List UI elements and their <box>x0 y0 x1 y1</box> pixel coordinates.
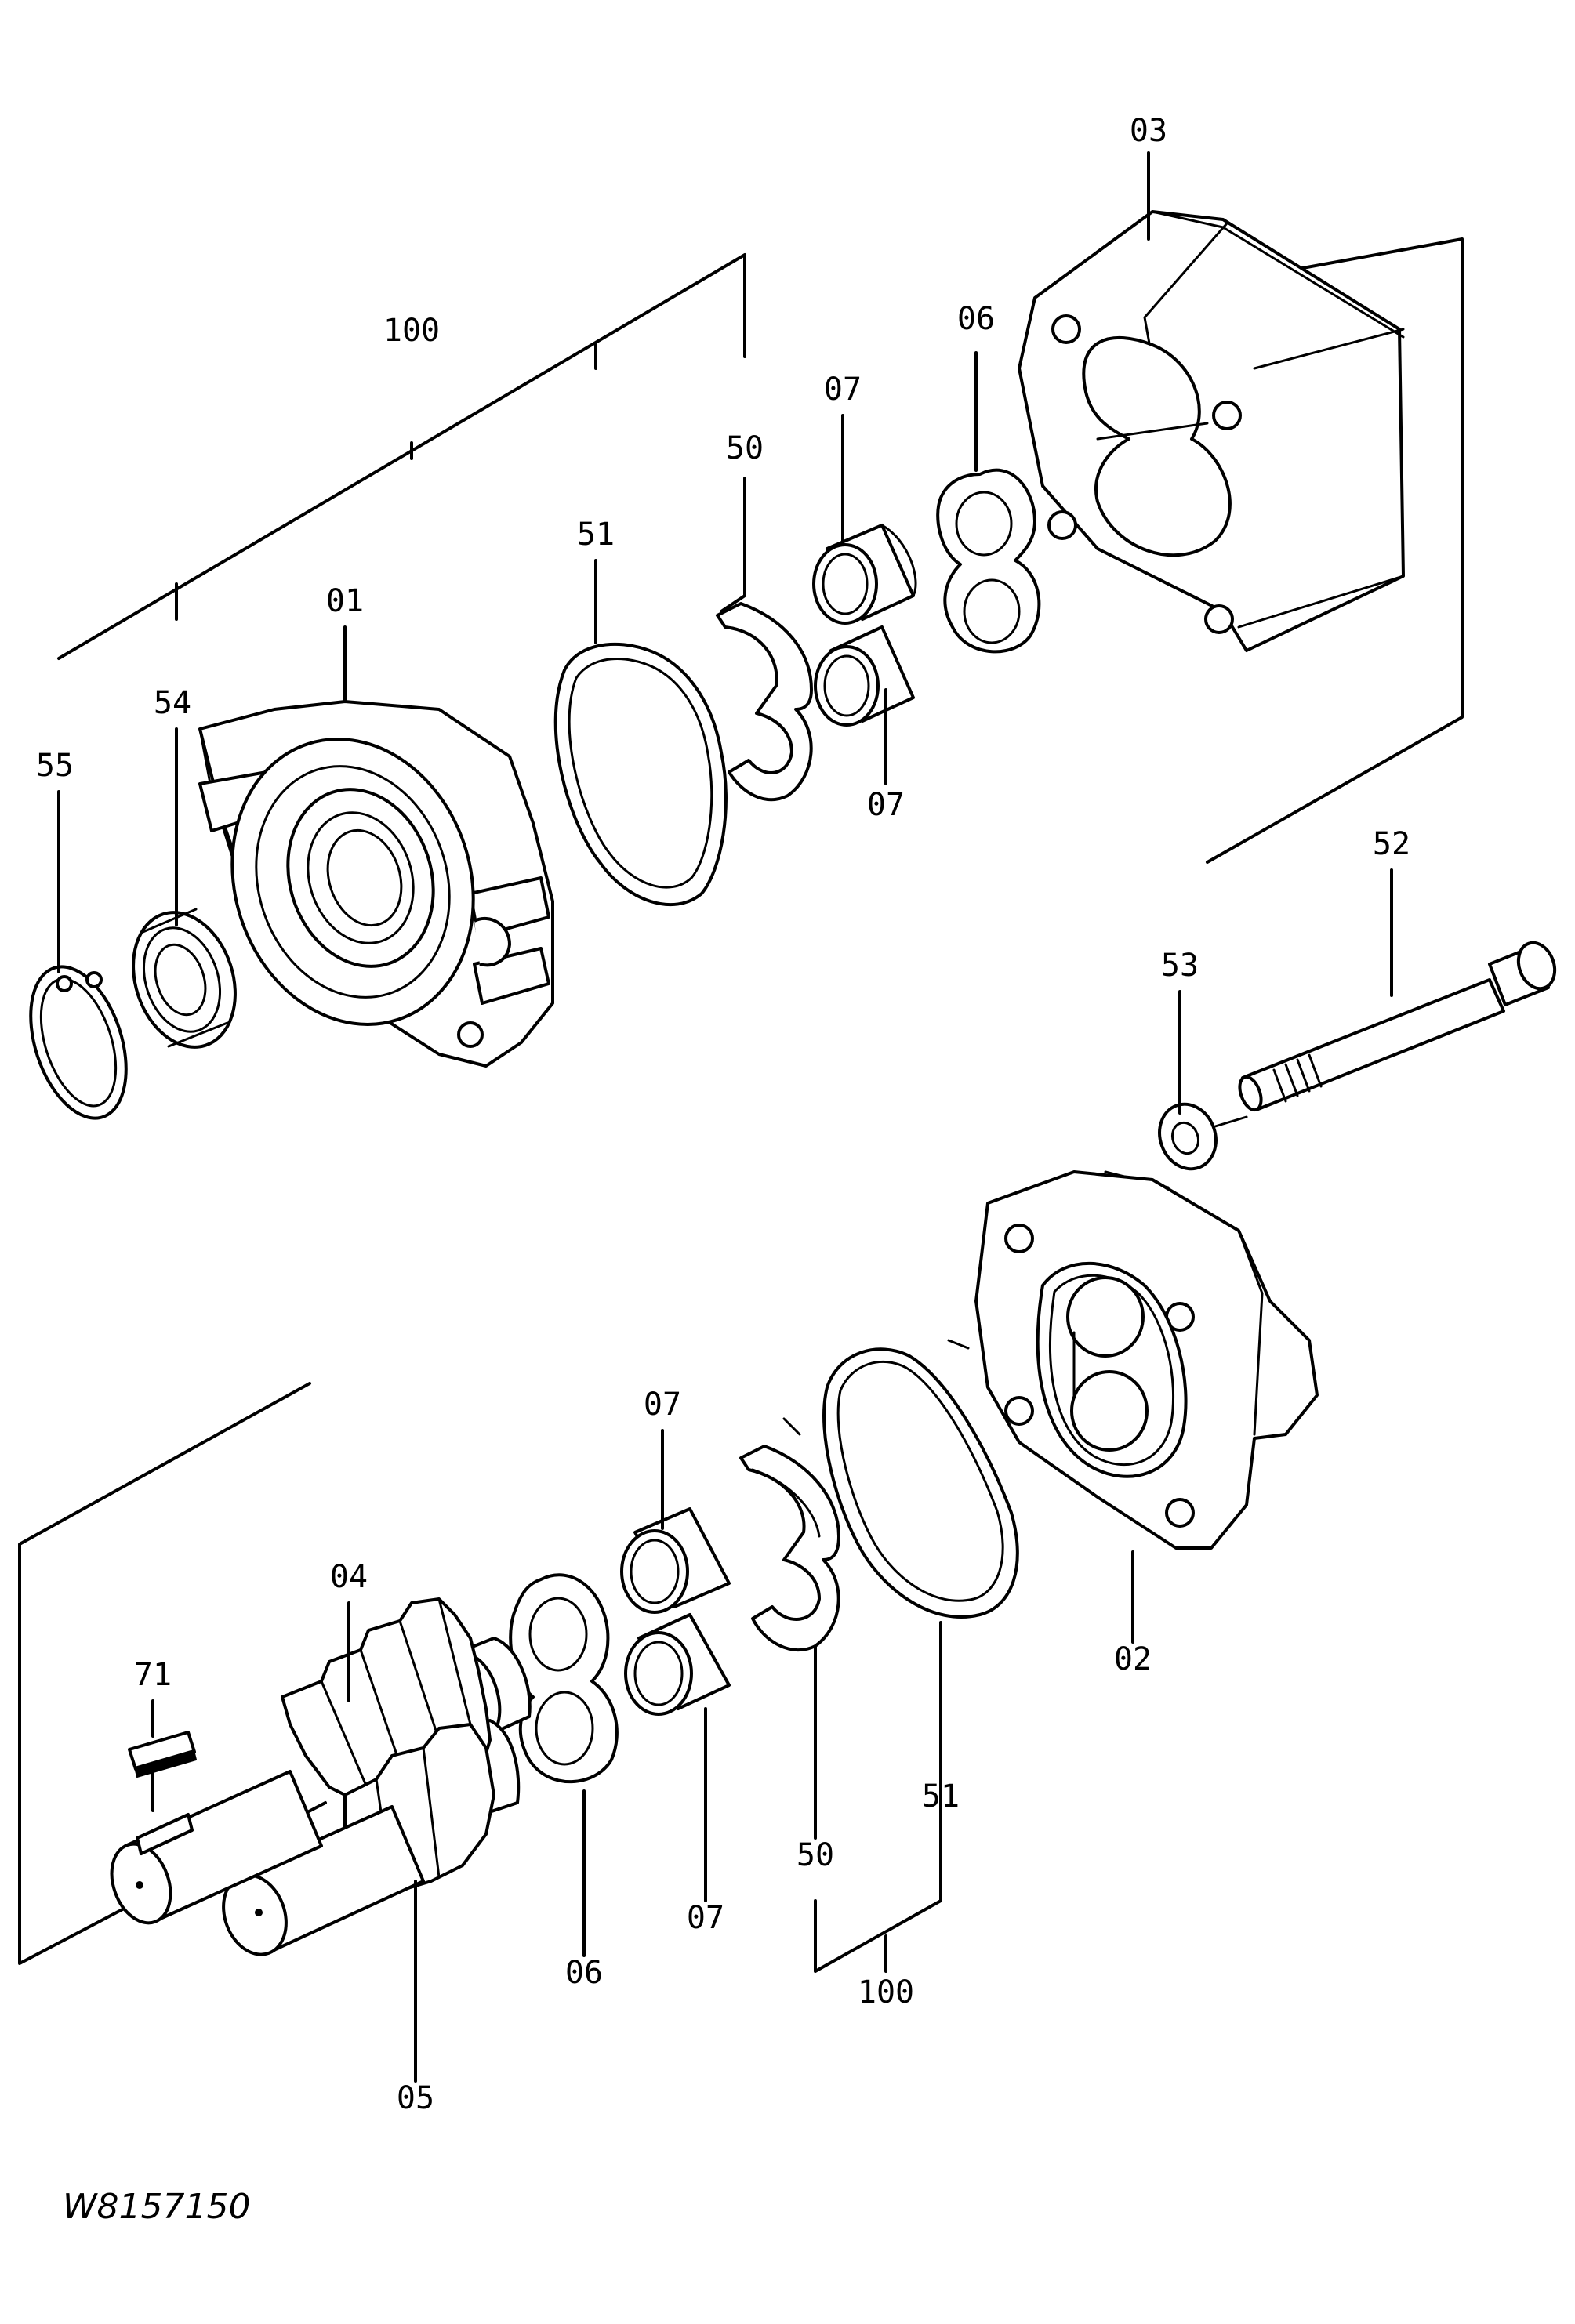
callout-05: 05 <box>397 2080 434 2116</box>
callout-55: 55 <box>36 748 74 784</box>
callout-04: 04 <box>330 1559 368 1595</box>
callout-100-bottom: 100 <box>858 1974 914 2010</box>
part-54-bearing <box>132 908 237 1049</box>
part-55-snap-ring <box>29 965 128 1120</box>
callout-50-top: 50 <box>726 430 764 466</box>
part-07-bushings-top <box>812 524 917 727</box>
part-06-side-plate-top <box>936 468 1041 654</box>
part-50-clip-bottom <box>739 1445 840 1651</box>
part-02-rear-cover <box>974 1170 1319 1550</box>
callout-06-bottom: 06 <box>565 1955 603 1991</box>
callout-53: 53 <box>1161 948 1199 984</box>
callout-52: 52 <box>1373 826 1410 862</box>
callout-03: 03 <box>1130 113 1167 149</box>
callout-06-top: 06 <box>957 301 995 337</box>
callout-54: 54 <box>154 685 191 721</box>
part-07-bushings-bottom <box>620 1507 731 1716</box>
part-03-pump-body <box>1018 210 1405 652</box>
callout-71: 71 <box>134 1657 172 1693</box>
callout-labels: 100 50 51 07 07 06 03 01 54 55 52 53 07 … <box>36 113 1410 2116</box>
callout-07-top-a: 07 <box>824 372 862 408</box>
callout-07-top-b: 07 <box>867 787 905 823</box>
callout-07-bottom-a: 07 <box>644 1387 681 1423</box>
callout-51-bottom: 51 <box>922 1778 960 1815</box>
part-52-bolt <box>1238 941 1557 1112</box>
callout-50-bottom: 50 <box>797 1837 834 1873</box>
callout-100-top: 100 <box>383 313 440 349</box>
callout-02: 02 <box>1114 1641 1152 1677</box>
part-51-gasket-bottom <box>822 1347 1019 1619</box>
drawing-code: W8157150 <box>63 2187 250 2227</box>
part-01-front-cover <box>198 700 554 1068</box>
part-06-side-plate-bottom <box>509 1573 619 1784</box>
callout-07-bottom-b: 07 <box>687 1900 724 1936</box>
part-04-05-gear-assembly <box>110 1597 532 1956</box>
part-50-clip-top <box>716 602 813 802</box>
part-53-washer <box>1158 1102 1218 1171</box>
leader-lines <box>57 151 1393 2083</box>
part-51-gasket-top <box>553 642 728 906</box>
callout-51-top: 51 <box>577 517 615 553</box>
callout-01: 01 <box>326 583 364 619</box>
part-71-key <box>128 1731 198 1778</box>
